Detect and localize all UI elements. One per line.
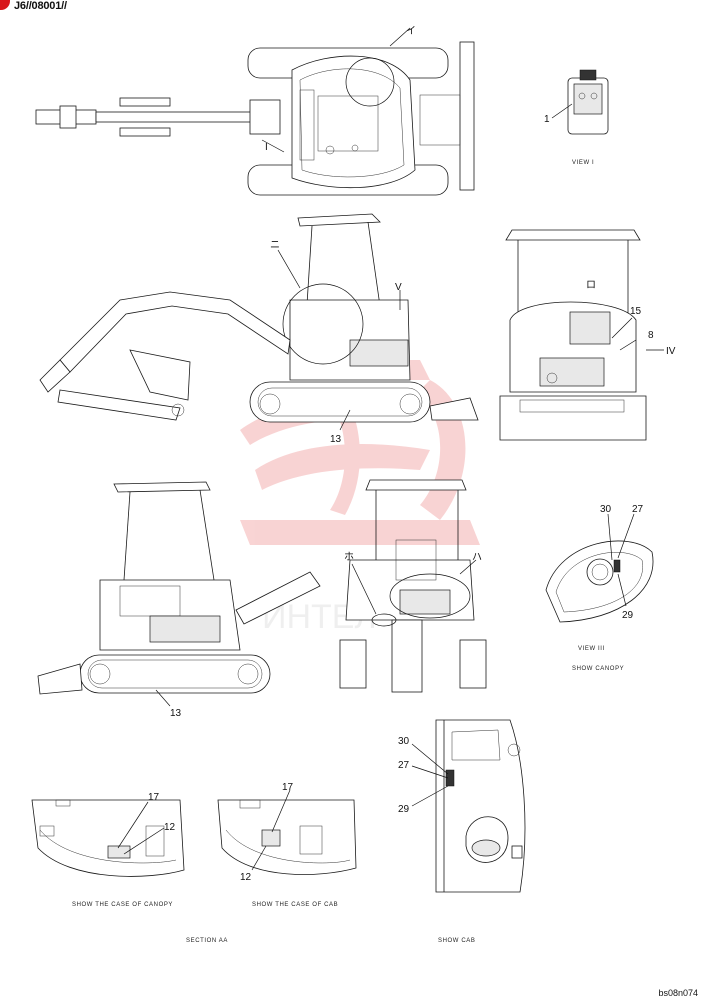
callout-27-cab: 27 — [398, 760, 410, 771]
caption-case-cab: SHOW THE CASE OF CAB — [252, 902, 338, 908]
mark-ni: ニ — [270, 240, 280, 251]
section-canopy — [31, 799, 185, 877]
show-cab-detail — [411, 719, 526, 893]
front-view-canopy — [339, 479, 487, 693]
callout-30-view3: 30 — [600, 504, 612, 515]
view-i-detail — [551, 69, 609, 135]
callout-13-top: 13 — [330, 434, 342, 445]
corner-mark-icon — [0, 0, 10, 10]
caption-show-canopy: SHOW CANOPY — [572, 666, 624, 672]
callout-8: 8 — [648, 330, 654, 341]
top-view-excavator — [35, 27, 475, 196]
mark-ho: ホ — [344, 551, 354, 563]
caption-show-cab: SHOW CAB — [438, 938, 475, 944]
callout-17-cab: 17 — [282, 782, 294, 793]
caption-view-iii: VIEW III — [578, 646, 605, 652]
mark-ro: ロ — [586, 280, 596, 291]
mark-ha: ハ — [472, 552, 482, 563]
mark-view-i: I — [265, 142, 268, 153]
callout-29-cab: 29 — [398, 804, 410, 815]
caption-section-aa: SECTION AA — [186, 938, 228, 944]
callout-13-bottom: 13 — [170, 708, 182, 719]
rear-view-canopy — [499, 229, 664, 441]
callout-12-cab: 12 — [240, 872, 252, 883]
section-cab — [217, 789, 357, 875]
view-iii-detail — [545, 513, 654, 623]
sheet-code: J6//08001// — [14, 0, 67, 12]
callout-12-canopy: 12 — [164, 822, 176, 833]
mark-iv: IV — [666, 346, 676, 357]
callout-29-view3: 29 — [622, 610, 634, 621]
side-view-excavator — [39, 213, 479, 431]
callout-1: 1 — [544, 114, 550, 125]
callout-27-view3: 27 — [632, 504, 644, 515]
caption-case-canopy: SHOW THE CASE OF CANOPY — [72, 902, 173, 908]
side-view-other — [37, 481, 321, 707]
callout-15: 15 — [630, 306, 642, 317]
callout-17-canopy: 17 — [148, 792, 160, 803]
callout-30-cab: 30 — [398, 736, 410, 747]
caption-view-i: VIEW I — [572, 160, 594, 166]
mark-v: V — [395, 282, 402, 293]
mark-i2: イ — [406, 26, 416, 37]
footer-code: bs08n074 — [658, 988, 698, 998]
